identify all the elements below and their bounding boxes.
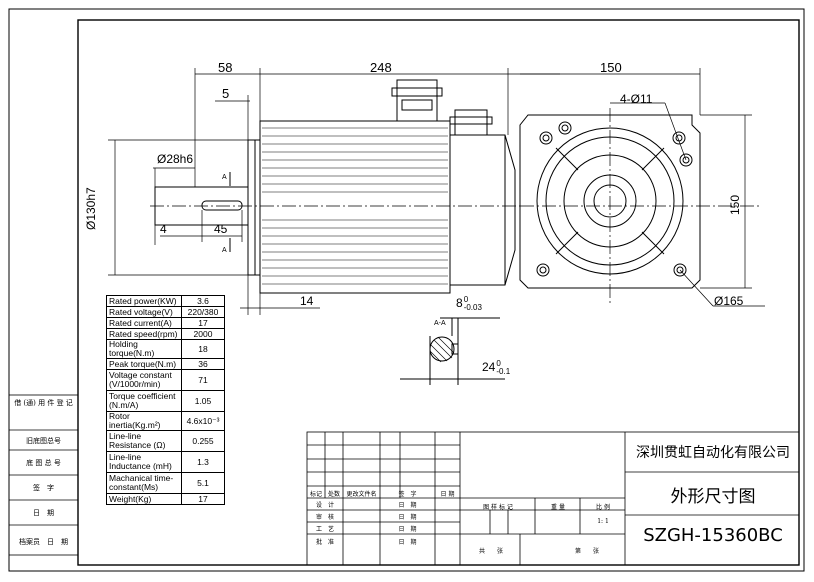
spec-label: Voltage constant (V/1000r/min) (106, 369, 182, 391)
dim-4-holes: 4-Ø11 (620, 92, 653, 106)
spec-row: Line-line Resistance (Ω)0.255 (106, 430, 225, 452)
dim-shaft-diameter: Ø28h6 (157, 152, 194, 166)
key-depth-tol-bottom: -0.1 (496, 367, 511, 376)
role-label: 批 准 (315, 539, 334, 546)
dim-flange-diameter: Ø130h7 (84, 187, 98, 230)
scale-label: 比 例 (596, 504, 610, 511)
spec-row: Torque coefficient (N.m/A)1.05 (106, 390, 225, 412)
drawing-title: 外形尺寸图 (670, 487, 756, 507)
dim-45: 45 (214, 222, 228, 236)
spec-row: Rated voltage(V)220/380 (106, 306, 225, 318)
dim-150-side: 150 (728, 194, 742, 215)
spec-label: Weight(Kg) (106, 493, 182, 505)
key-section-view (400, 317, 505, 385)
revision-header: 签 字 (398, 491, 417, 498)
revision-header: 标记 (309, 491, 322, 498)
spec-label: Rated current(A) (106, 317, 182, 329)
spec-row: Rated speed(rpm)2000 (106, 328, 225, 340)
spec-value: 4.6x10⁻³ (181, 411, 225, 431)
spec-label: Rotor inertia(Kg.m²) (106, 411, 182, 431)
spec-label: Line-line Inductance (mH) (106, 451, 182, 473)
spec-row: Voltage constant (V/1000r/min)71 (106, 369, 225, 391)
date-label: 日 期 (398, 526, 417, 533)
spec-row: Weight(Kg)17 (106, 493, 225, 505)
spec-label: Rated voltage(V) (106, 306, 182, 318)
side-label: 旧底图总号 (26, 437, 61, 445)
spec-row: Line-line Inductance (mH)1.3 (106, 451, 225, 473)
key-width-tol-top: 0 (463, 295, 469, 304)
dim-14: 14 (300, 294, 314, 308)
spec-value: 17 (181, 493, 225, 505)
key-width-tol-bottom: -0.03 (463, 303, 482, 312)
spec-value: 71 (181, 369, 225, 391)
spec-value: 17 (181, 317, 225, 329)
spec-label: Rated speed(rpm) (106, 328, 182, 340)
company-name: 深圳贯虹自动化有限公司 (636, 445, 790, 461)
side-label: 档案员 日 期 (19, 538, 68, 546)
spec-label: Line-line Resistance (Ω) (106, 430, 182, 452)
dim-165: Ø165 (714, 294, 744, 308)
side-label: 借 (通) 用 件 登 记 (14, 399, 73, 407)
spec-row: Peak torque(N.m)36 (106, 358, 225, 370)
dim-150-top: 150 (600, 60, 622, 75)
sheet-number: 第 张 (574, 548, 599, 555)
spec-label: Peak torque(N.m) (106, 358, 182, 370)
total-sheets: 共 张 (478, 548, 503, 555)
spec-value: 5.1 (181, 472, 225, 494)
key-width-value: 8 (456, 296, 463, 311)
spec-value: 1.05 (181, 390, 225, 412)
dim-4: 4 (160, 222, 167, 236)
spec-value: 3.6 (181, 295, 225, 307)
spec-value: 1.3 (181, 451, 225, 473)
spec-value: 18 (181, 339, 225, 359)
spec-label: Holding torque(N.m) (106, 339, 182, 359)
date-label: 日 期 (398, 514, 417, 521)
front-dimension-lines (520, 68, 765, 307)
role-label: 工 艺 (315, 526, 334, 533)
role-label: 设 计 (315, 502, 334, 509)
stage-label: 图 样 标 记 (483, 504, 513, 511)
section-label: A-A (434, 320, 446, 327)
spec-row: Machanical time-constant(Ms)5.1 (106, 472, 225, 494)
spec-row: Rated current(A)17 (106, 317, 225, 329)
scale-value: 1: 1 (597, 518, 609, 525)
key-depth-value: 24 (482, 360, 496, 375)
spec-row: Rated power(KW)3.6 (106, 295, 225, 307)
revision-header: 更改文件名 (346, 491, 377, 498)
side-dimension-lines (108, 68, 560, 315)
date-label: 日 期 (398, 502, 417, 509)
section-mark-bottom: A (222, 247, 227, 254)
spec-value: 2000 (181, 328, 225, 340)
revision-header: 处数 (327, 491, 340, 498)
key-depth-tol-top: 0 (496, 359, 501, 368)
weight-label: 重 量 (551, 504, 565, 511)
dim-58: 58 (218, 60, 233, 75)
role-label: 审 核 (315, 514, 334, 521)
title-block-grid (306, 431, 800, 566)
spec-label: Machanical time-constant(Ms) (106, 472, 182, 494)
dim-5: 5 (222, 86, 230, 101)
spec-label: Torque coefficient (N.m/A) (106, 390, 182, 412)
motor-front-view (519, 108, 760, 305)
spec-label: Rated power(KW) (106, 295, 182, 307)
spec-value: 0.255 (181, 430, 225, 452)
section-mark-top: A (222, 174, 227, 181)
revision-header: 日 期 (440, 491, 455, 498)
model-number: SZGH-15360BC (643, 525, 783, 546)
spec-row: Holding torque(N.m)18 (106, 339, 225, 359)
spec-value: 36 (181, 358, 225, 370)
side-label: 签 字 (33, 484, 54, 492)
side-label: 日 期 (33, 509, 54, 517)
date-label: 日 期 (398, 539, 417, 546)
motor-side-view (150, 79, 520, 294)
side-binding-column (8, 394, 79, 556)
spec-row: Rotor inertia(Kg.m²)4.6x10⁻³ (106, 411, 225, 431)
spec-value: 220/380 (181, 306, 225, 318)
dim-248: 248 (370, 60, 392, 75)
side-label: 底 图 总 号 (26, 459, 61, 467)
